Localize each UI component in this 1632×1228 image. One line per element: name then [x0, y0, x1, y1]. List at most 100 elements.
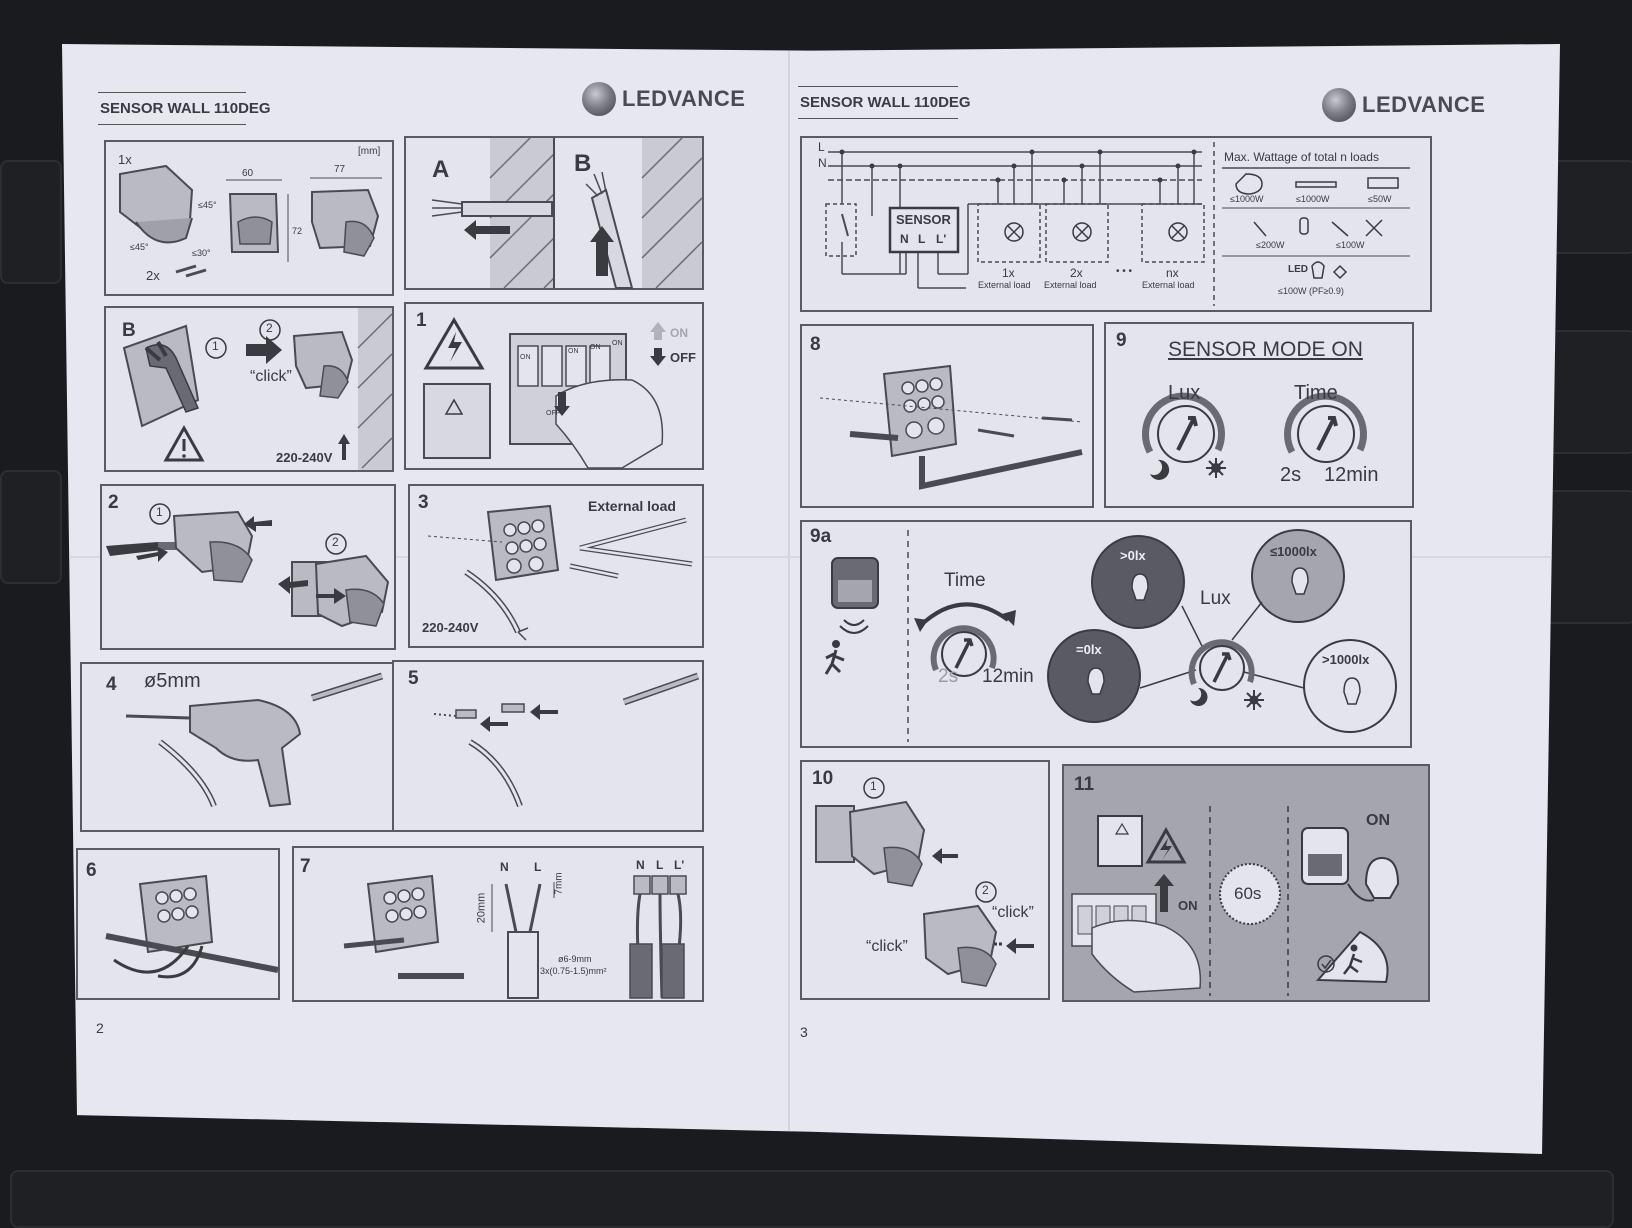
- cable-entry-drawing: [431, 137, 703, 289]
- panel-cable-entry: A B: [404, 136, 704, 290]
- neutral-label: N: [818, 156, 827, 170]
- header-rule: [98, 92, 246, 93]
- power-on-test-drawing: [1071, 806, 1400, 996]
- terminal-l-label: L: [656, 858, 664, 872]
- step-number: 3: [418, 492, 429, 513]
- page-number-left: 2: [96, 1020, 104, 1036]
- watt-halogen: ≤200W: [1256, 240, 1285, 250]
- lamp-on-label: ON: [1366, 812, 1390, 829]
- instruction-sheet: SENSOR WALL 110DEG LEDVANCE 1x [mm] 60 7…: [62, 44, 1560, 1154]
- dowel-drawing: [433, 672, 700, 808]
- drill-drawing: [125, 672, 384, 808]
- fold-line-vertical: [788, 44, 790, 1154]
- time-max: 12min: [1324, 464, 1379, 486]
- panel-step-10: 10 1 2 “click” “click”: [800, 760, 1050, 1000]
- time-label: Time: [1294, 382, 1338, 404]
- panel-step-4: 4 ø5mm: [80, 662, 394, 832]
- step-number: 9: [1116, 330, 1127, 351]
- circle-number: 2: [266, 321, 273, 335]
- drill-size: ø5mm: [144, 670, 201, 692]
- keyboard-edge: [10, 1170, 1614, 1228]
- step-number: 2: [108, 492, 119, 513]
- step-number: 4: [106, 674, 117, 695]
- height-dim: 72: [292, 226, 303, 236]
- panel-step-9a: 9a Time 2s 12min Lux >0lx ≤1000lx =0lx >…: [800, 520, 1412, 748]
- ledvance-logo: LEDVANCE: [1322, 88, 1485, 122]
- panel-step-9: 9 SENSOR MODE ON Lux Time 2s 12min: [1104, 322, 1414, 508]
- width-dim: 60: [242, 168, 254, 179]
- qty-screws: 2x: [146, 268, 160, 283]
- terminal-drawing: [427, 504, 693, 641]
- breaker-state: ON: [590, 344, 601, 351]
- page-number-right: 3: [800, 1024, 808, 1040]
- angle-up: ≤45°: [198, 200, 217, 210]
- panel-step-3: 3 External load 220-240V: [408, 484, 704, 648]
- step-number: 11: [1074, 774, 1095, 795]
- legend-off: OFF: [670, 350, 696, 365]
- step-number: 7: [300, 856, 311, 877]
- load-label: External load: [1044, 280, 1097, 290]
- panel-open-housing: B 1 2 “click” 220-240V: [104, 306, 394, 472]
- load-qty: 2x: [1070, 266, 1083, 280]
- wiring-detail-drawing: [343, 874, 687, 999]
- lux-label: Lux: [1168, 382, 1201, 404]
- breaker-state: ON: [568, 348, 579, 355]
- voltage-label: 220-240V: [276, 450, 333, 465]
- load-label: External load: [978, 280, 1031, 290]
- time-label: Time: [944, 570, 986, 591]
- breaker-state: ON: [612, 340, 623, 347]
- step-number: 1: [416, 310, 427, 331]
- watt-tube: ≤1000W: [1296, 194, 1330, 204]
- strip-length-short: 7mm: [553, 872, 565, 895]
- breaker-state: ON: [520, 354, 531, 361]
- panel-dimensions: 1x [mm] 60 77 72 ≤45° ≤45° ≤30° 2x: [104, 140, 394, 296]
- load-qty: 1x: [1002, 266, 1015, 280]
- depth-dim: 77: [334, 164, 346, 175]
- step-number: 5: [408, 668, 419, 689]
- step-label-b: B: [574, 150, 592, 177]
- ellipsis: • • •: [1116, 266, 1133, 277]
- angle-side: ≤45°: [130, 242, 149, 252]
- breaker-state-off: OFF: [546, 410, 560, 417]
- time-min: 2s: [938, 666, 959, 687]
- panel-step-7: 7 N L 20mm 7mm ø6-9mm 3x(0.75-1.5)mm² N …: [292, 846, 704, 1002]
- header-rule: [798, 86, 958, 87]
- wiring-diagram: [825, 142, 1410, 306]
- wire-n-label: N: [500, 860, 509, 874]
- watt-halogen-lv: ≤100W: [1336, 240, 1365, 250]
- logo-text: LEDVANCE: [1362, 92, 1486, 117]
- click-label: “click”: [866, 938, 908, 955]
- external-load-label: External load: [588, 498, 676, 514]
- lux-label: Lux: [1200, 588, 1231, 609]
- insert-wires-drawing: [105, 874, 279, 979]
- strip-length-long: 20mm: [475, 892, 488, 924]
- lux-threshold: ≤1000lx: [1270, 544, 1317, 559]
- panel-step-6: 6: [76, 848, 280, 1000]
- step-number: 10: [812, 768, 834, 789]
- max-wattage-title: Max. Wattage of total n loads: [1224, 150, 1379, 164]
- panel-wiring-diagram: L N SENSOR N L L' 1x External load 2x Ex…: [800, 136, 1432, 312]
- circle-number: 2: [332, 535, 339, 549]
- switch-on-label: ON: [1178, 898, 1198, 913]
- panel-step-8: 8: [800, 324, 1094, 508]
- circle-number: 1: [870, 779, 877, 793]
- lux-time-diagram: [824, 529, 1397, 742]
- lux-threshold: >1000lx: [1322, 652, 1370, 667]
- header-rule: [98, 124, 246, 125]
- cable-diameter: ø6-9mm: [558, 954, 592, 964]
- unit-label: [mm]: [358, 146, 381, 157]
- logo-text: LEDVANCE: [622, 86, 746, 111]
- watt-incandescent: ≤1000W: [1230, 194, 1264, 204]
- terminal-l: L: [918, 232, 926, 246]
- panel-step-2: 2 1 2: [100, 484, 396, 650]
- step-number: 9a: [810, 526, 832, 547]
- lux-threshold: >0lx: [1120, 548, 1146, 563]
- delay-label: 60s: [1234, 884, 1262, 903]
- ledvance-logo: LEDVANCE: [582, 82, 745, 116]
- panel-step-1: 1 ON ON ON ON OFF ON OFF: [404, 302, 704, 470]
- led-wattage: ≤100W (PF≥0.9): [1278, 286, 1344, 296]
- sensor-label: SENSOR: [896, 212, 951, 227]
- time-min: 2s: [1280, 464, 1302, 486]
- load-qty: nx: [1166, 266, 1179, 280]
- terminal-n: N: [900, 232, 909, 246]
